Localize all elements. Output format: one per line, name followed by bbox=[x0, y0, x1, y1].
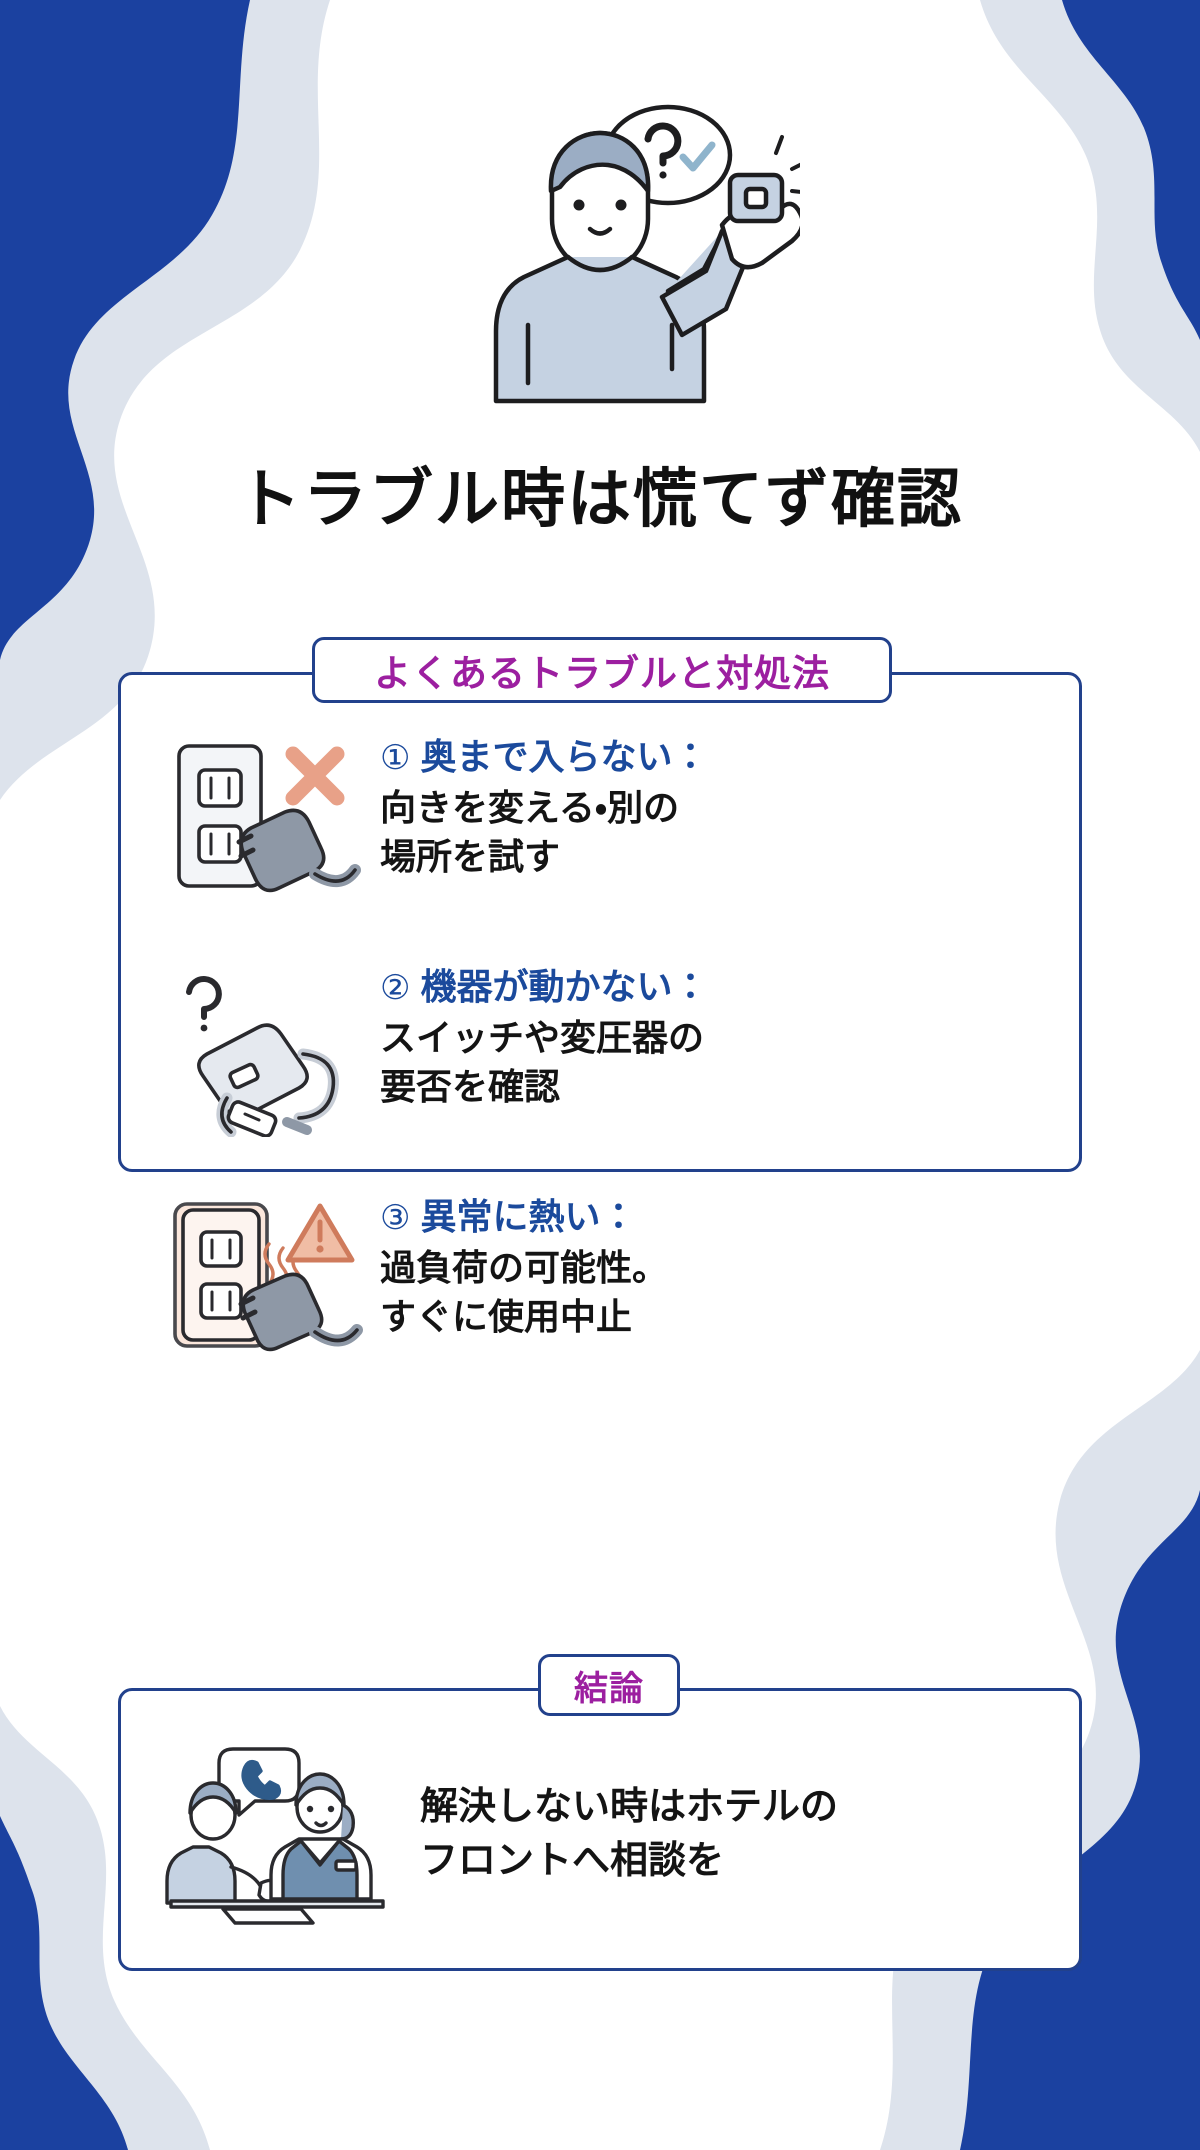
adapter-cord-down-outline bbox=[220, 1096, 233, 1134]
socket-slot-a bbox=[209, 776, 231, 800]
plug-prong bbox=[236, 833, 256, 859]
socket-slot-a bbox=[210, 1238, 232, 1260]
trouble-item-2-heading: ② 機器が動かない： bbox=[380, 962, 1050, 1012]
collar bbox=[565, 254, 635, 273]
plug-cord-outline bbox=[313, 868, 357, 883]
outlet-socket-bottom bbox=[197, 824, 243, 864]
trouble-item-3-heading: ③ 異常に熱い： bbox=[380, 1192, 1050, 1242]
trouble-item-2: ② 機器が動かない： スイッチや変圧器の 要否を確認 bbox=[150, 958, 1050, 1162]
adapter-cord-right-outline bbox=[297, 1052, 336, 1120]
conclusion-content: 解決しない時はホテルの フロントへ相談を bbox=[150, 1740, 1060, 1930]
guest-and-hotel-staff-icon bbox=[150, 1740, 410, 1930]
hot-outlet-warning-icon bbox=[150, 1188, 380, 1392]
inline-switch bbox=[226, 1100, 278, 1137]
reception-counter bbox=[169, 1898, 385, 1909]
socket-slot-b bbox=[210, 1290, 232, 1312]
plug-tip bbox=[282, 1117, 312, 1135]
person-with-question-thought-bubble-icon bbox=[493, 104, 800, 404]
trouble-item-2-heading-label: 機器が動かない： bbox=[420, 966, 709, 1007]
conclusion-badge: 結論 bbox=[538, 1654, 680, 1716]
sparkle-lines bbox=[774, 135, 800, 194]
plug-cord-outline bbox=[313, 1328, 359, 1343]
troubles-list: ① 奥まで入らない： 向きを変える・別の 場所を試す bbox=[150, 728, 1050, 1418]
trouble-item-1-heading-label: 奥まで入らない： bbox=[420, 736, 709, 777]
trouble-item-1-body-line-2: 場所を試す bbox=[380, 836, 561, 878]
staff-right-eye bbox=[327, 1805, 335, 1812]
trouble-item-2-text: ② 機器が動かない： スイッチや変圧器の 要否を確認 bbox=[380, 958, 1050, 1111]
question-mark-glyph bbox=[644, 122, 682, 167]
trouble-item-3-body-line-1: 過負荷の可能性。 bbox=[380, 1246, 669, 1288]
outlet-plug-with-red-cross-icon bbox=[150, 728, 380, 932]
check-mark-glyph bbox=[679, 141, 716, 172]
trouble-item-1: ① 奥まで入らない： 向きを変える・別の 場所を試す bbox=[150, 728, 1050, 932]
socket-slot-b bbox=[209, 832, 231, 856]
plug-adapter-face bbox=[743, 186, 769, 210]
trouble-item-3-text: ③ 異常に熱い： 過負荷の可能性。 すぐに使用中止 bbox=[380, 1188, 1050, 1341]
outlet-socket-top bbox=[197, 768, 243, 808]
left-eye bbox=[573, 199, 585, 211]
outlet-socket-bottom bbox=[199, 1282, 243, 1320]
trouble-item-3: ③ 異常に熱い： 過負荷の可能性。 すぐに使用中止 bbox=[150, 1188, 1050, 1392]
trouble-item-1-text: ① 奥まで入らない： 向きを変える・別の 場所を試す bbox=[380, 728, 1050, 881]
hero-illustration bbox=[0, 95, 1200, 435]
staff-collar bbox=[299, 1838, 341, 1865]
mouth bbox=[587, 226, 613, 236]
troubles-badge: よくあるトラブルと対処法 bbox=[312, 637, 892, 703]
counter-paper bbox=[221, 1906, 315, 1925]
conclusion-text: 解決しない時はホテルの フロントへ相談を bbox=[410, 1781, 1060, 1889]
telephone-icon bbox=[241, 1759, 282, 1800]
switch-toggle bbox=[243, 1112, 261, 1122]
trouble-item-2-number: ② bbox=[380, 969, 411, 1007]
trouble-item-3-body-line-2: すぐに使用中止 bbox=[380, 1296, 633, 1338]
staff-mouth bbox=[314, 1820, 328, 1827]
trouble-item-3-number: ③ bbox=[380, 1199, 411, 1237]
page-title: トラブル時は慌てず確認 bbox=[237, 463, 963, 535]
guest-body bbox=[165, 1844, 237, 1905]
power-adapter-with-question-icon bbox=[150, 958, 380, 1162]
hair bbox=[548, 130, 651, 194]
trouble-item-1-number: ① bbox=[380, 739, 411, 777]
trouble-item-2-body-line-1: スイッチや変圧器の bbox=[380, 1016, 705, 1058]
red-cross-mark bbox=[285, 746, 345, 806]
right-eye bbox=[615, 199, 627, 211]
adapter-indicator bbox=[228, 1062, 260, 1090]
staff-name-tag bbox=[334, 1858, 358, 1872]
question-mark-glyph bbox=[186, 976, 222, 1032]
trouble-item-1-heading: ① 奥まで入らない： bbox=[380, 732, 1050, 782]
warning-dot bbox=[316, 1245, 324, 1253]
guest-hair bbox=[188, 1780, 238, 1815]
staff-left-eye bbox=[306, 1805, 314, 1812]
staff-ponytail bbox=[339, 1802, 355, 1841]
conclusion-text-line-2: フロントへ相談を bbox=[420, 1840, 725, 1882]
plug-prong bbox=[238, 1295, 258, 1321]
trouble-item-3-heading-label: 異常に熱い： bbox=[420, 1196, 637, 1237]
staff-vest bbox=[281, 1838, 359, 1901]
outlet-socket-top bbox=[199, 1230, 243, 1268]
wave-bottom-left-brand bbox=[0, 1816, 128, 2150]
conclusion-text-line-1: 解決しない時はホテルの bbox=[420, 1786, 839, 1829]
trouble-item-2-body-line-2: 要否を確認 bbox=[380, 1066, 561, 1108]
trouble-item-1-body-line-1: 向きを変える・別の bbox=[380, 786, 680, 828]
